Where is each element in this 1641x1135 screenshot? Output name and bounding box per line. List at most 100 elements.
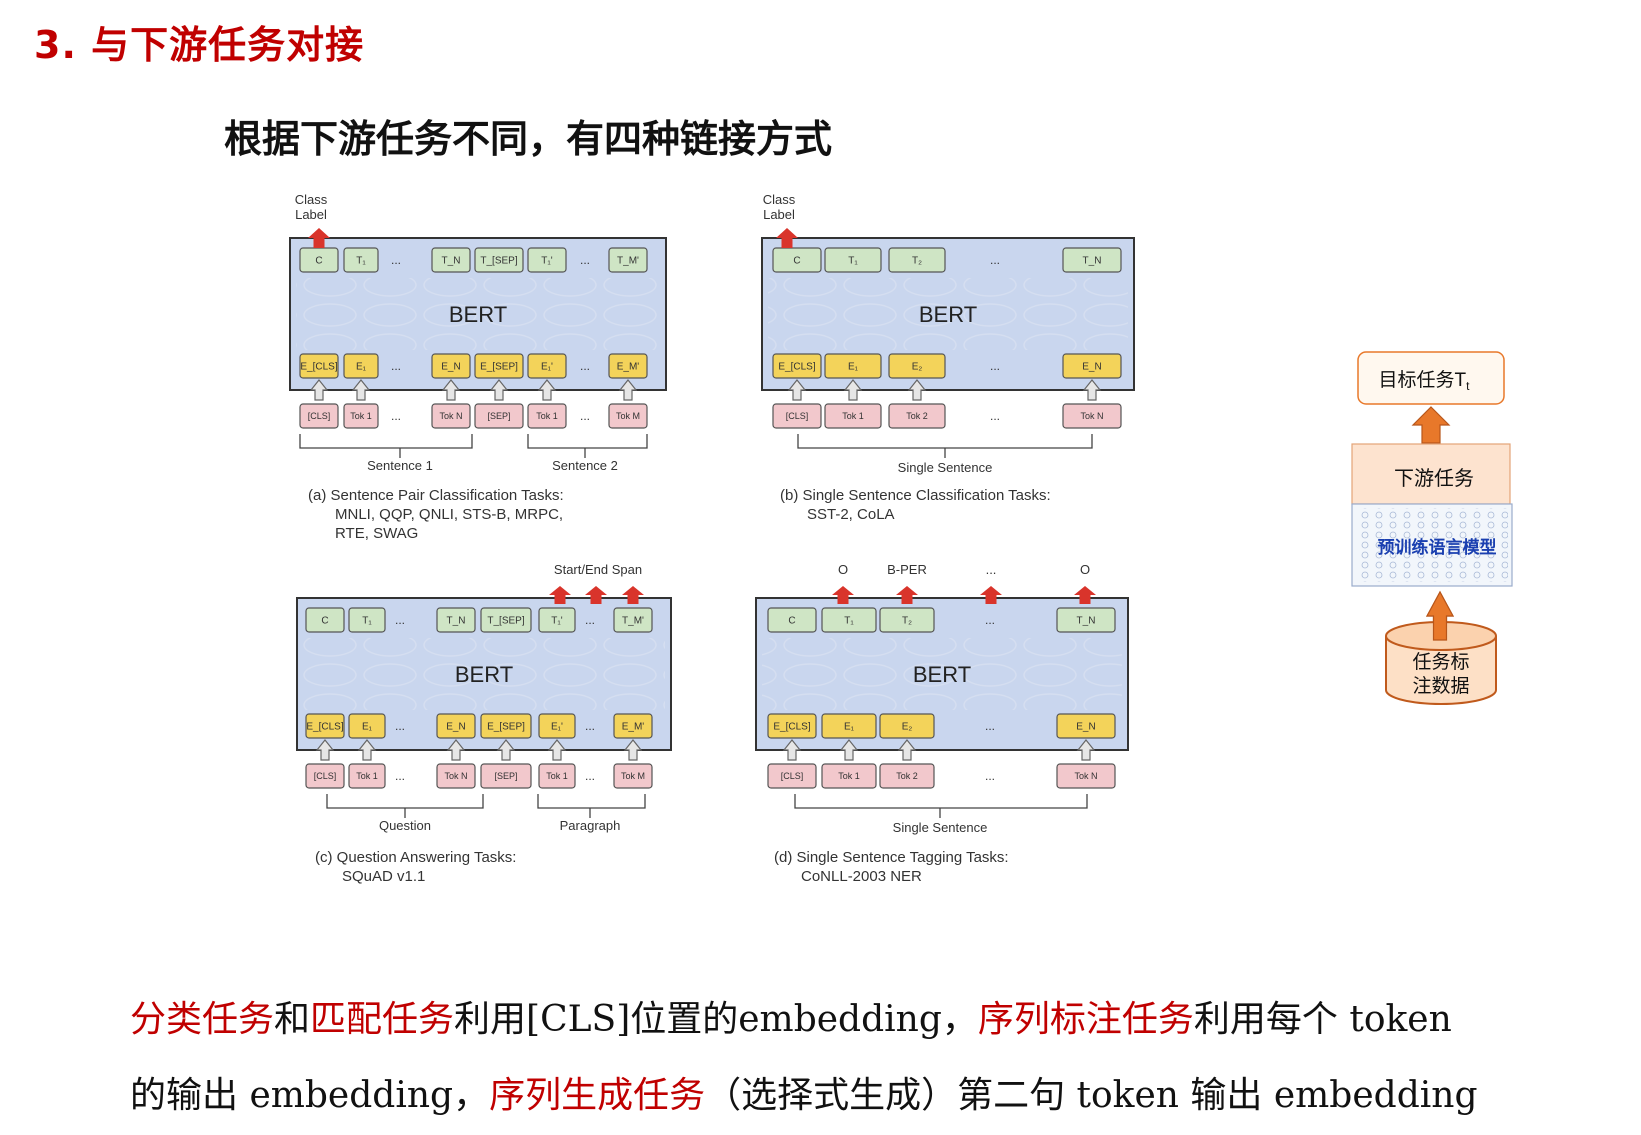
- panel-c-in-token-0-box: [305, 763, 345, 789]
- side-arrow-top: [1411, 406, 1451, 444]
- panel-a-emb-token-5: E₁': [527, 353, 567, 379]
- panel-b-out-token-4: T_N: [1062, 247, 1122, 273]
- panel-a-group-label-0: Sentence 1: [367, 458, 433, 473]
- panel-a-in-dots-0: ...: [391, 409, 401, 423]
- panel-d-in-token-1: Tok 1: [821, 763, 877, 789]
- panel-c-emb-token-5-box: [538, 713, 576, 739]
- panel-a-out-token-0: C: [299, 247, 339, 273]
- panel-b-emb-token-1: E₁: [824, 353, 882, 379]
- footer-term-tagging: 序列标注任务: [977, 999, 1194, 1040]
- panel-b-in-token-0-label: [CLS]: [786, 411, 809, 421]
- panel-c-out-token-0: C: [305, 607, 345, 633]
- panel-a-group-label-1: Sentence 2: [552, 458, 618, 473]
- panel-d-tag-label-3: O: [1080, 562, 1090, 577]
- panel-b-caption-1: SST-2, CoLA: [807, 506, 895, 523]
- panel-c-out-token-1-box: [348, 607, 386, 633]
- side-arrow-bottom-front: [1425, 590, 1455, 641]
- panel-d-out-token-4-label: T_N: [1077, 616, 1096, 627]
- panel-b-in-token-2-label: Tok 2: [906, 411, 928, 421]
- panel-d-out-token-4-box: [1056, 607, 1116, 633]
- panel-d-tag-arrow-1: [896, 586, 918, 604]
- panel-a-network-pattern: [296, 278, 660, 350]
- panel-c-out-token-4-box: [480, 607, 532, 633]
- panel-c-out-token-1-label: T₁: [362, 616, 372, 627]
- footer-term-classification: 分类任务: [130, 999, 275, 1040]
- footer-term-matching: 匹配任务: [310, 999, 455, 1040]
- panel-a-in-token-7-box: [608, 403, 648, 429]
- panel-b-out-token-1-box: [824, 247, 882, 273]
- panel-d-out-token-0-box: [767, 607, 817, 633]
- panel-a-in-arrow-5: [537, 379, 557, 401]
- panel-a-out-token-1: T₁: [343, 247, 379, 273]
- panel-c-in-token-5-box: [538, 763, 576, 789]
- panel-a-emb-token-5-label: E₁': [541, 362, 553, 373]
- panel-a-out-token-1-label: T₁: [356, 256, 366, 267]
- side-downstream-box: [1351, 443, 1511, 505]
- panel-c-emb-token-0: E_[CLS]: [305, 713, 345, 739]
- panel-a-out-token-1-box: [343, 247, 379, 273]
- panel-b-out-token-4-label: T_N: [1083, 256, 1102, 267]
- panel-a-out-token-3-box: [431, 247, 471, 273]
- footer-line-1: 分类任务和匹配任务利用[CLS]位置的embedding，序列标注任务利用每个 …: [130, 982, 1600, 1058]
- panel-c-in-token-3: Tok N: [436, 763, 476, 789]
- panel-a-out-token-5-box: [527, 247, 567, 273]
- panel-c-emb-token-1: E₁: [348, 713, 386, 739]
- panel-c-in-arrow-4: [496, 739, 516, 761]
- panel-d-emb-token-1-box: [821, 713, 877, 739]
- panel-b-class-arrow: [776, 228, 798, 248]
- panel-a-in-arrow-1: [351, 379, 371, 401]
- panel-c-in-arrow-0: [315, 739, 335, 761]
- panel-a-in-token-0-box: [299, 403, 339, 429]
- panel-a-out-token-7-box: [608, 247, 648, 273]
- panel-d-out-token-1-box: [821, 607, 877, 633]
- footer-line-2: 的输出 embedding，序列生成任务（选择式生成）第二句 token 输出 …: [130, 1058, 1600, 1134]
- panel-c-network-pattern: [303, 638, 665, 710]
- panel-a-in-dots-1: ...: [580, 409, 590, 423]
- panel-d-in-token-4-label: Tok N: [1074, 771, 1097, 781]
- footer-text-token: 利用每个 token: [1193, 999, 1452, 1040]
- panel-b-out-token-0-label: C: [793, 256, 800, 267]
- panel-a-in-token-7: Tok M: [608, 403, 648, 429]
- panel-c-caption-1: SQuAD v1.1: [342, 868, 425, 885]
- panel-c-in-token-3-box: [436, 763, 476, 789]
- panel-c-in-token-3-label: Tok N: [444, 771, 467, 781]
- panel-c-in-arrow-7: [623, 739, 643, 761]
- panel-b-emb-token-4: E_N: [1062, 353, 1122, 379]
- panel-c-out-token-5-box: [538, 607, 576, 633]
- panel-c-emb-token-3-box: [436, 713, 476, 739]
- panel-d-out-token-2-box: [879, 607, 935, 633]
- panel-b-emb-token-1-label: E₁: [848, 362, 859, 373]
- panel-d-emb-token-1-label: E₁: [844, 722, 855, 733]
- side-target-label: 目标任务Tt: [1379, 369, 1471, 393]
- panel-b-out-token-1-label: T₁: [848, 256, 858, 267]
- panel-a-class-arrow: [308, 228, 330, 248]
- panel-a-out-token-4-label: T_[SEP]: [480, 256, 517, 267]
- panel-b-out-token-2: T₂: [888, 247, 946, 273]
- footer-text-selective: （选择式生成）第二句 token 输出 embedding: [705, 1075, 1478, 1116]
- panel-b-in-token-1-label: Tok 1: [842, 411, 864, 421]
- panel-d-tag-arrow-0: [832, 586, 854, 604]
- panel-c-emb-token-3-label: E_N: [446, 722, 465, 733]
- panel-c-out-token-7: T_M': [613, 607, 653, 633]
- panel-d-in-token-4-box: [1056, 763, 1116, 789]
- panel-c-out-token-4-label: T_[SEP]: [487, 616, 524, 627]
- panel-d-in-token-2-label: Tok 2: [896, 771, 918, 781]
- panel-d-group-bracket-0: [794, 794, 1088, 809]
- panel-b-emb-token-0: E_[CLS]: [772, 353, 822, 379]
- panel-a-emb-token-3: E_N: [431, 353, 471, 379]
- panel-c-out-token-7-box: [613, 607, 653, 633]
- panel-c-group-label-1: Paragraph: [560, 818, 621, 833]
- panel-b-in-token-0: [CLS]: [772, 403, 822, 429]
- panel-c-in-token-7-box: [613, 763, 653, 789]
- panel-b-emb-token-1-box: [824, 353, 882, 379]
- panel-d-network-pattern: [762, 638, 1122, 710]
- panel-d-in-arrow-2: [897, 739, 917, 761]
- panel-b-in-token-4-label: Tok N: [1080, 411, 1103, 421]
- panel-a-in-token-0: [CLS]: [299, 403, 339, 429]
- panel-c-in-token-0: [CLS]: [305, 763, 345, 789]
- panel-a-in-token-1: Tok 1: [343, 403, 379, 429]
- panel-a-in-arrow-3: [441, 379, 461, 401]
- panel-c-in-token-4: [SEP]: [480, 763, 532, 789]
